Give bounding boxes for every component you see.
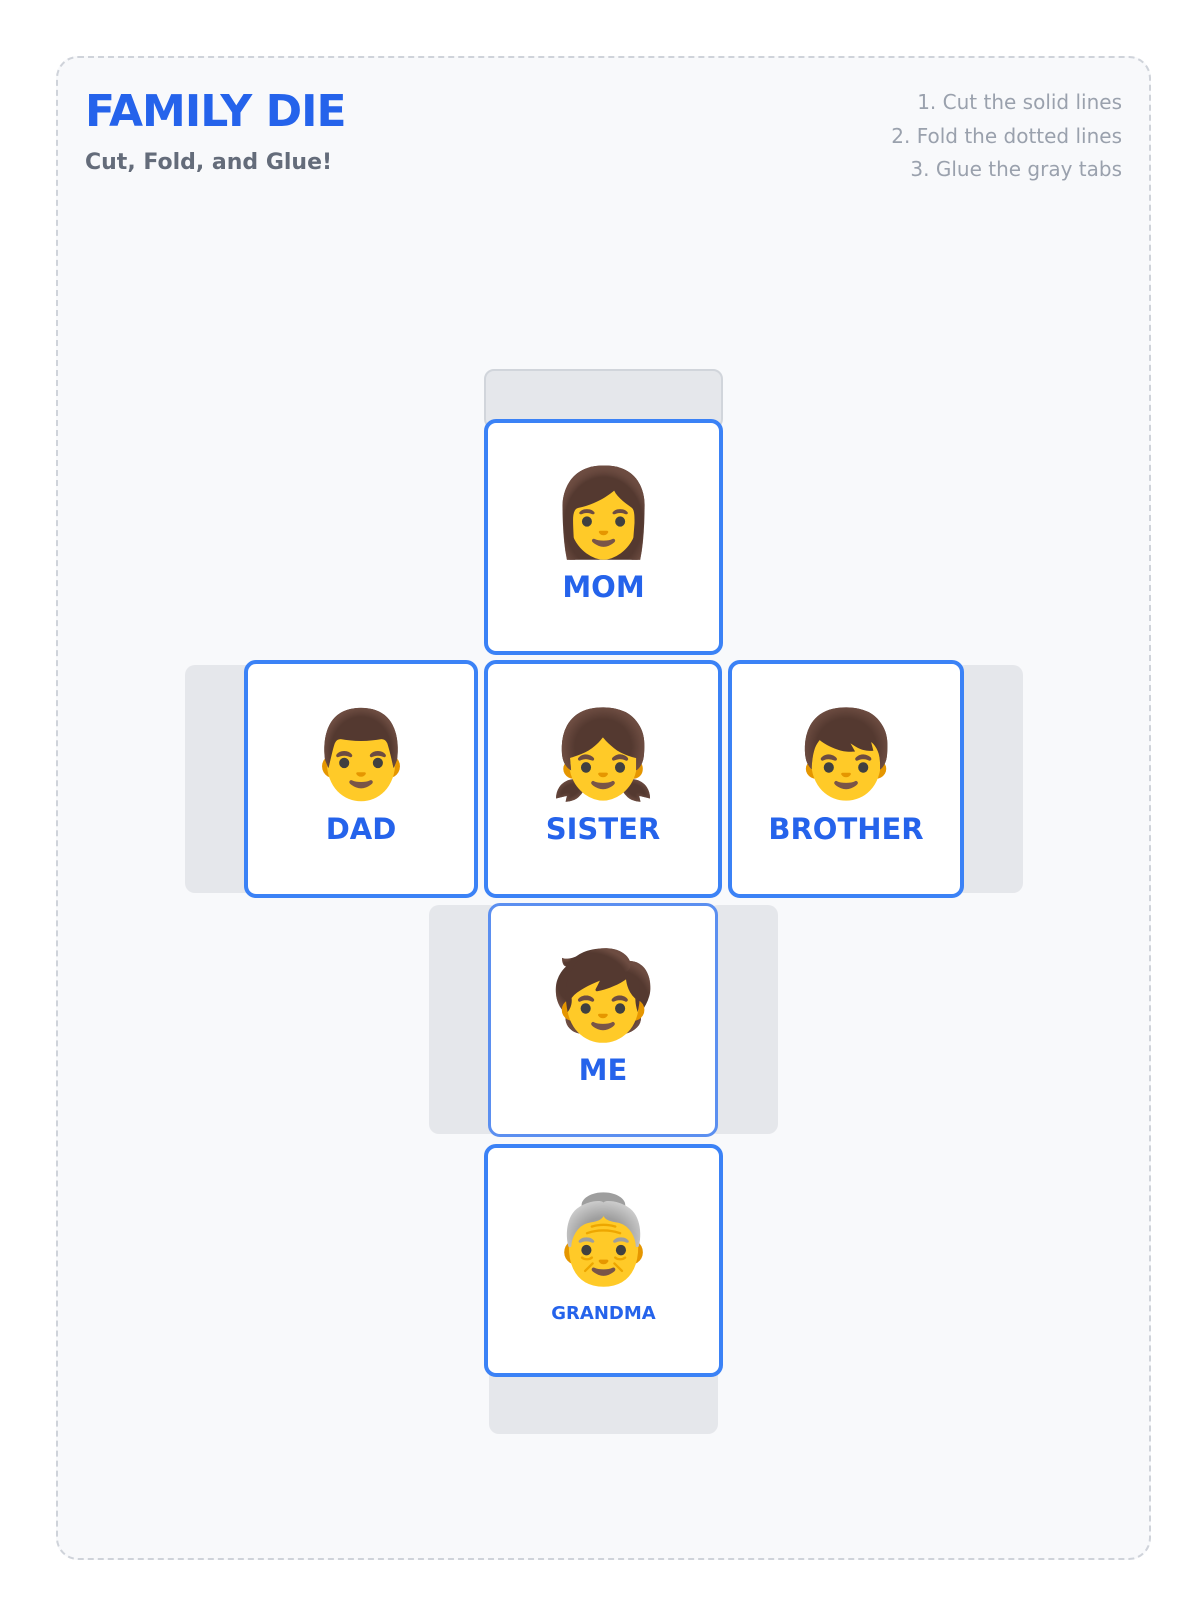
face-dad: 👨 DAD (244, 660, 478, 898)
face-sister: 👧 SISTER (484, 660, 722, 898)
face-brother: 👦 BROTHER (728, 660, 964, 898)
face-mom: 👩 MOM (484, 419, 723, 655)
glue-tab-left (185, 665, 255, 893)
face-label: DAD (325, 812, 397, 846)
face-label: MOM (562, 570, 645, 604)
glue-tab-me-left (429, 905, 499, 1134)
face-grandma: 👵 GRANDMA (484, 1144, 723, 1377)
instruction-item: 3. Glue the gray tabs (910, 157, 1122, 181)
sister-emoji-icon: 👧 (549, 705, 657, 805)
page-subtitle: Cut, Fold, and Glue! (85, 150, 333, 175)
face-label: GRANDMA (551, 1303, 656, 1324)
face-me: 🧒 ME (488, 903, 718, 1137)
brother-emoji-icon: 👦 (792, 705, 900, 805)
face-label: SISTER (545, 812, 661, 846)
glue-tab-me-right (708, 905, 778, 1134)
grandma-emoji-icon: 👵 (549, 1190, 658, 1290)
instruction-item: 2. Fold the dotted lines (891, 123, 1122, 148)
face-label: BROTHER (768, 812, 924, 846)
mom-emoji-icon: 👩 (549, 463, 658, 563)
me-emoji-icon: 🧒 (549, 946, 657, 1046)
instruction-item: 1. Cut the solid lines (917, 90, 1122, 114)
face-label: ME (578, 1053, 628, 1087)
dad-emoji-icon: 👨 (307, 705, 415, 805)
glue-tab-right (955, 665, 1023, 893)
page-title: FAMILY DIE (85, 86, 347, 137)
instructions: 1. Cut the solid lines 2. Fold the dotte… (891, 86, 1122, 187)
